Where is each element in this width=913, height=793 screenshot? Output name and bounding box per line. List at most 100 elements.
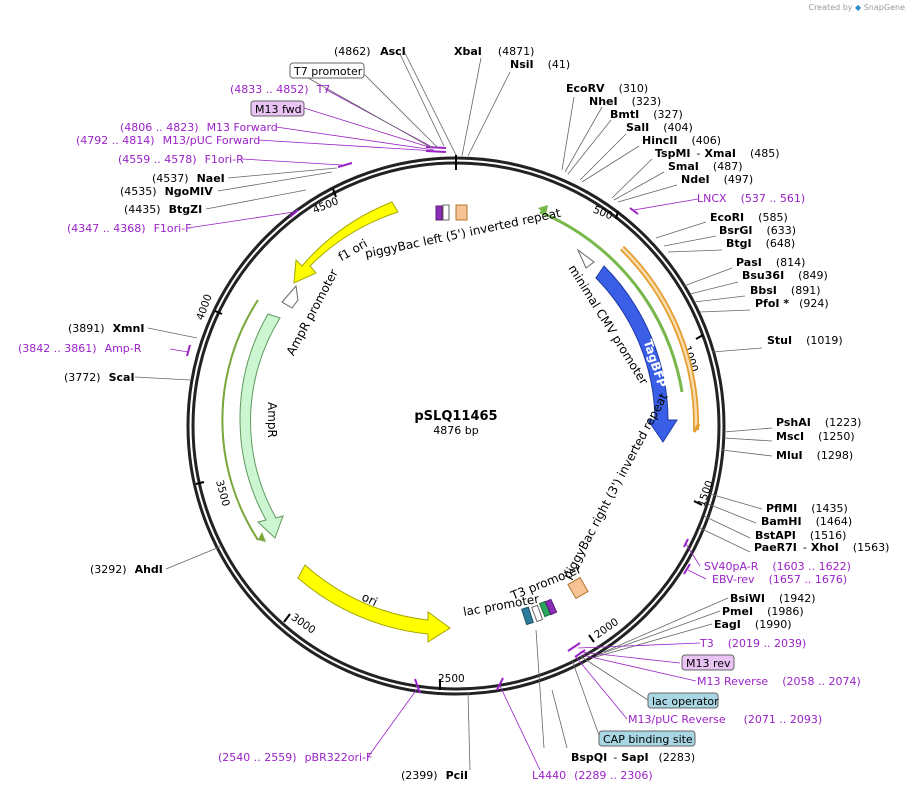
label-lncx: LNCX(537 .. 561) bbox=[697, 192, 805, 205]
feature-piggybac-left-box bbox=[455, 204, 468, 221]
tick-4000 bbox=[214, 310, 223, 315]
feature-tagbfp-arrow bbox=[595, 265, 678, 443]
label-bsiwi: BsiWI(1942) bbox=[730, 592, 816, 605]
box-m13-rev bbox=[681, 654, 735, 671]
label-pshai: PshAI(1223) bbox=[776, 416, 861, 429]
label-msci: MscI(1250) bbox=[776, 430, 855, 443]
label-sv40pa-r: SV40pA-R(1603 .. 1622) bbox=[704, 560, 851, 573]
tick-label-3500: 3500 bbox=[213, 479, 232, 508]
label-bamhi: BamHI(1464) bbox=[761, 515, 852, 528]
label-m13-puc-reverse: M13/pUC Reverse(2071 .. 2093) bbox=[628, 713, 822, 726]
feature-f1ori-arrow bbox=[293, 201, 399, 284]
primer-connectors bbox=[169, 88, 707, 771]
tick-4500 bbox=[332, 188, 337, 198]
label-btgzi: (4435)BtgZI bbox=[124, 203, 202, 216]
tick-2000 bbox=[588, 634, 595, 643]
primer-mark-t3 bbox=[567, 642, 581, 652]
label-m13-puc-forward: (4792 .. 4814)M13/pUC Forward bbox=[76, 134, 260, 147]
feature-cap-site-mark bbox=[521, 606, 534, 626]
feature-lncx-line bbox=[539, 210, 684, 393]
tick-marks bbox=[195, 188, 704, 690]
label-m13-reverse: M13 Reverse(2058 .. 2074) bbox=[697, 675, 861, 688]
box-lac-operator bbox=[647, 692, 719, 709]
feature-lac-promoter-mark bbox=[531, 604, 544, 623]
label-m13-forward: (4806 .. 4823)M13 Forward bbox=[120, 121, 278, 134]
label-pfoi: PfoI *(924) bbox=[755, 297, 829, 310]
feature-ori-label: ori bbox=[360, 590, 380, 609]
label-ahdi: (3292)AhdI bbox=[90, 563, 163, 576]
primer-mark-sv40 bbox=[683, 538, 689, 548]
label-bstapi: BstAPI(1516) bbox=[755, 529, 846, 542]
feature-lncx-arrowhead bbox=[538, 205, 548, 215]
tick-label-2500: 2500 bbox=[438, 673, 465, 685]
label-tspmi-xmai: TspMI-XmaI(485) bbox=[655, 147, 780, 160]
label-l4440: L4440(2289 .. 2306) bbox=[532, 769, 653, 782]
snapgene-credit: Created by ◆ SnapGene bbox=[808, 3, 905, 12]
feature-ampr-promoter-arrow bbox=[281, 284, 299, 309]
label-scai: (3772)ScaI bbox=[64, 371, 135, 384]
label-pbr322ori-f: (2540 .. 2559)pBR322ori-F bbox=[218, 751, 372, 764]
tick-1000 bbox=[695, 334, 704, 340]
feature-orange-bar-inner bbox=[621, 247, 698, 431]
label-amp-r: (3842 .. 3861)Amp-R bbox=[18, 342, 142, 355]
label-m13-rev: M13 rev bbox=[686, 657, 731, 670]
primer-mark-pbr322 bbox=[414, 678, 421, 694]
feature-ampr-promoter-label: AmpR promoter bbox=[284, 267, 341, 358]
label-pmei: PmeI(1986) bbox=[722, 605, 804, 618]
label-ebv-rev: EBV-rev(1657 .. 1676) bbox=[712, 573, 847, 586]
label-f1ori-f: (4347 .. 4368)F1ori-F bbox=[67, 222, 192, 235]
label-t7-promoter: T7 promoter bbox=[293, 65, 363, 78]
primer-mark-ampr bbox=[186, 344, 191, 357]
label-ecori: EcoRI(585) bbox=[710, 211, 788, 224]
primer-mark-f1orir bbox=[337, 162, 353, 168]
primer-mark-l4440 bbox=[496, 677, 504, 691]
label-stui: StuI(1019) bbox=[767, 334, 843, 347]
label-hincii: HincII(406) bbox=[642, 134, 721, 147]
credit-brand: SnapGene bbox=[863, 3, 905, 12]
primer-mark-m13rev bbox=[574, 649, 586, 658]
label-xmni: (3891)XmnI bbox=[68, 322, 144, 335]
label-cap-binding-site: CAP binding site bbox=[603, 733, 693, 746]
feature-cmv-arrow bbox=[576, 248, 595, 269]
feature-piggybac-right-label: piggyBac right (3') inverted repeat bbox=[560, 391, 670, 582]
label-bbsi: BbsI(891) bbox=[750, 284, 821, 297]
label-xbai: XbaI(4871) bbox=[454, 45, 534, 58]
feature-ampr-outer-line bbox=[221, 299, 259, 541]
primer-mark-ebv bbox=[683, 563, 691, 575]
label-ecorv: EcoRV(310) bbox=[566, 82, 648, 95]
label-ndei: NdeI(497) bbox=[681, 173, 753, 186]
label-ngomiv: (4535)NgoMIV bbox=[120, 185, 213, 198]
primer-markers bbox=[186, 146, 691, 694]
label-pasi: PasI(814) bbox=[736, 256, 805, 269]
label-f1ori-r: (4559 .. 4578)F1ori-R bbox=[118, 153, 244, 166]
label-eagi: EagI(1990) bbox=[714, 618, 791, 631]
credit-prefix: Created by bbox=[808, 3, 853, 12]
enzyme-connectors bbox=[134, 50, 773, 771]
label-nsii: NsiI(41) bbox=[510, 58, 570, 71]
feature-ori-arrow bbox=[297, 564, 451, 643]
label-ascI: (4862) AscI bbox=[334, 45, 406, 58]
label-lac-operator: lac operator bbox=[652, 695, 719, 708]
label-bmti: BmtI(327) bbox=[610, 108, 683, 121]
plasmid-name: pSLQ11465 bbox=[414, 409, 497, 424]
primer-mark-f1orif bbox=[289, 209, 299, 218]
primer-mark-lncx bbox=[629, 207, 639, 215]
feature-ampr-outer-arrowhead bbox=[258, 532, 266, 542]
tick-500 bbox=[615, 210, 619, 220]
snapgene-logo-icon: ◆ bbox=[855, 3, 862, 12]
tick-3500 bbox=[195, 481, 205, 485]
tick-3000 bbox=[283, 613, 291, 623]
label-pflmi: PflMI(1435) bbox=[766, 502, 848, 515]
label-smai: SmaI(487) bbox=[668, 160, 743, 173]
box-m13-fwd bbox=[250, 100, 305, 117]
feature-ampr-label: AmpR bbox=[265, 402, 279, 438]
label-naeI: (4537)NaeI bbox=[152, 172, 225, 185]
box-cap-binding-site bbox=[598, 730, 696, 747]
primer-mark-m13fwd bbox=[425, 150, 447, 153]
feature-ampr-arrow bbox=[239, 313, 284, 539]
box-t7-promoter bbox=[289, 62, 365, 79]
feature-t3-mark bbox=[544, 598, 558, 616]
label-bsrgi: BsrGI(633) bbox=[719, 224, 796, 237]
